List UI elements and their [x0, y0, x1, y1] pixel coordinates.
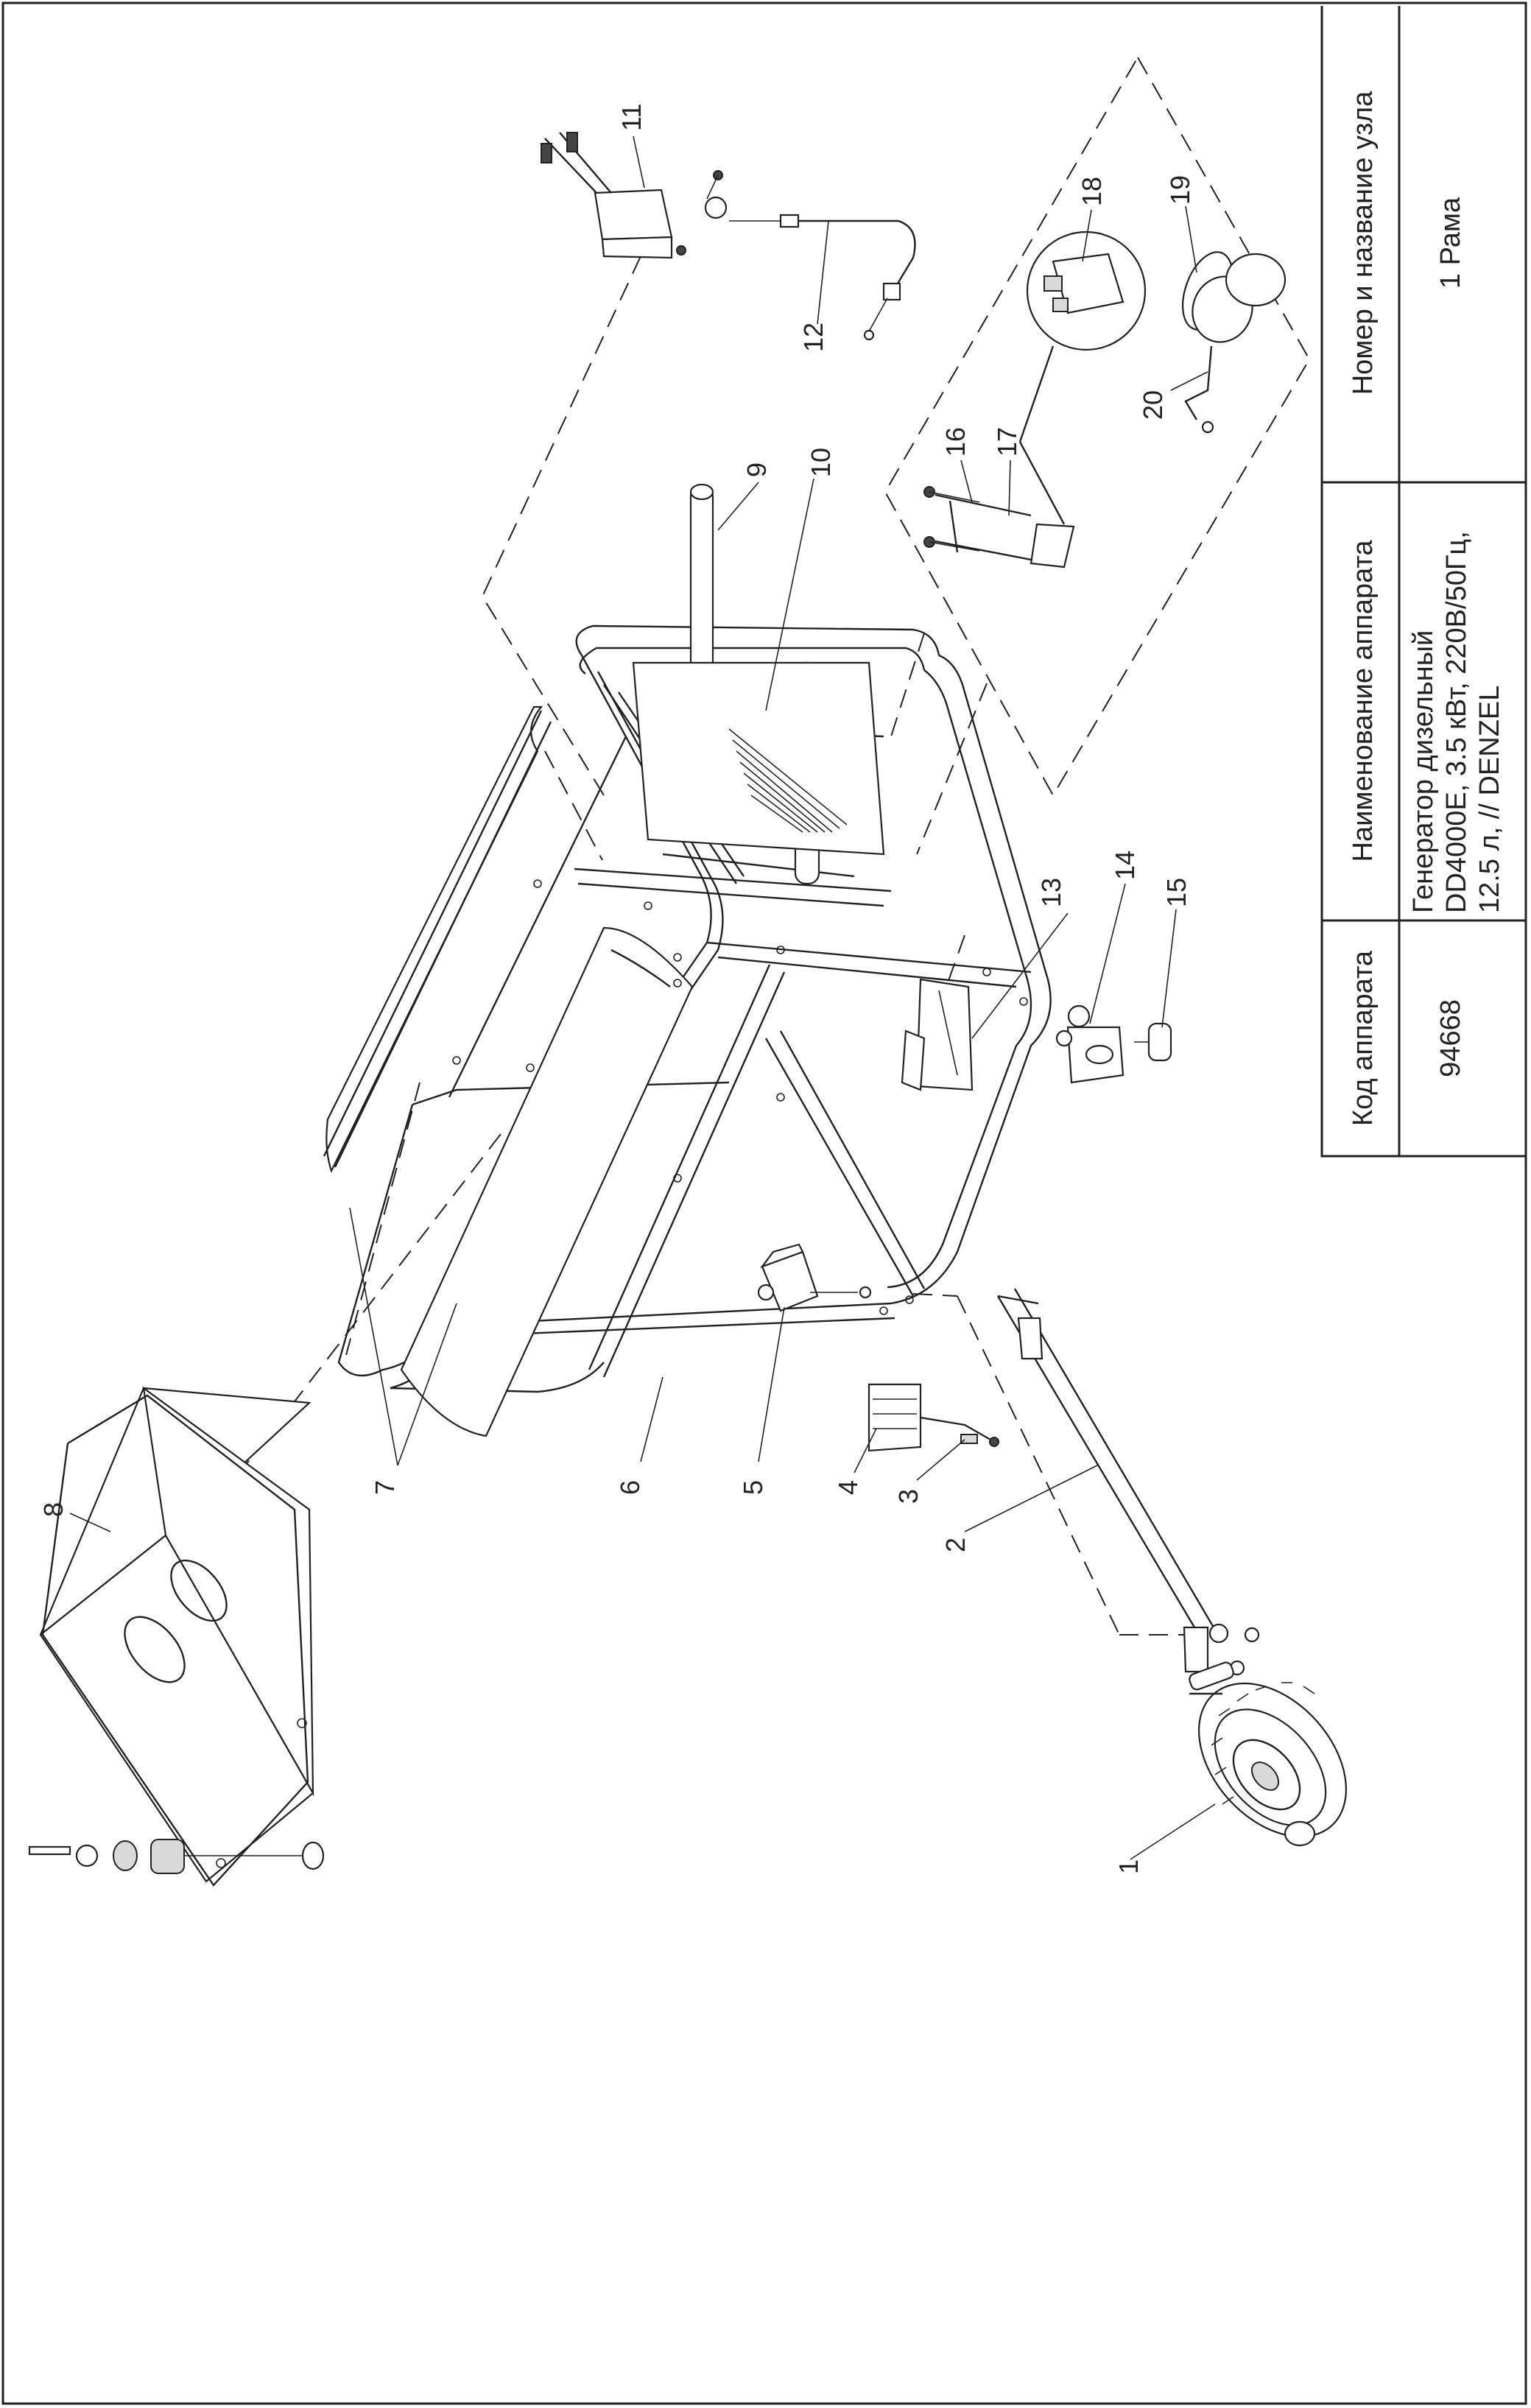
callout-6: 6	[615, 1480, 645, 1495]
value-code: 94668	[1435, 999, 1466, 1077]
value-node: 1 Рама	[1435, 197, 1466, 289]
leader-lines	[69, 135, 1216, 1860]
louver-panel-part-10	[632, 661, 885, 856]
callout-14: 14	[1110, 851, 1140, 880]
info-table: Код аппарата Наименование аппарата Номер…	[1320, 6, 1526, 1158]
callout-9: 9	[742, 462, 772, 477]
callout-3: 3	[893, 1489, 923, 1504]
base-panel-part-8	[28, 1386, 325, 1887]
bracket-part-13	[901, 978, 974, 1091]
wire-part-3	[920, 1416, 999, 1447]
callout-7: 7	[370, 1480, 400, 1495]
callout-16: 16	[940, 427, 971, 457]
callout-20: 20	[1138, 390, 1168, 420]
cover-panels-part-7	[323, 705, 694, 1437]
assembly-guides	[228, 57, 1311, 1636]
axle-part-2	[996, 1288, 1260, 1676]
callout-13: 13	[1036, 878, 1066, 907]
callout-19: 19	[1165, 175, 1195, 205]
callout-17: 17	[992, 427, 1022, 457]
switch-box-part-11	[541, 132, 728, 259]
callout-2: 2	[940, 1538, 971, 1552]
rubber-foot-part-15	[1134, 1022, 1172, 1062]
regulator-part-4	[867, 1383, 922, 1452]
header-code: Код аппарата	[1348, 950, 1379, 1126]
callout-15: 15	[1161, 878, 1192, 907]
callout-18: 18	[1077, 177, 1107, 206]
value-name-line2: DD4000E, 3.5 кВт, 220В/50Гц,	[1441, 531, 1472, 913]
callout-11: 11	[616, 104, 647, 131]
bracket-part-5	[757, 1243, 872, 1312]
callout-labels: 1 2 3 4 5 6 7 8 9 10 11 12 13 14 15 16 1…	[38, 104, 1195, 1874]
battery-group	[923, 230, 1287, 568]
callout-5: 5	[738, 1480, 768, 1495]
bracket-part-14	[1055, 1004, 1125, 1084]
cable-part-12	[729, 214, 916, 341]
callout-8: 8	[38, 1502, 68, 1517]
wheel-part-1	[1189, 1661, 1348, 1847]
header-name: Наименование аппарата	[1348, 540, 1379, 862]
callout-10: 10	[806, 448, 836, 477]
value-name-line3: 12.5 л, // DENZEL	[1474, 686, 1505, 913]
callout-4: 4	[833, 1480, 863, 1495]
value-name-line1: Генератор дизельный	[1408, 630, 1439, 913]
callout-12: 12	[798, 323, 828, 352]
callout-1: 1	[1113, 1859, 1144, 1874]
header-node: Номер и название узла	[1348, 91, 1379, 395]
